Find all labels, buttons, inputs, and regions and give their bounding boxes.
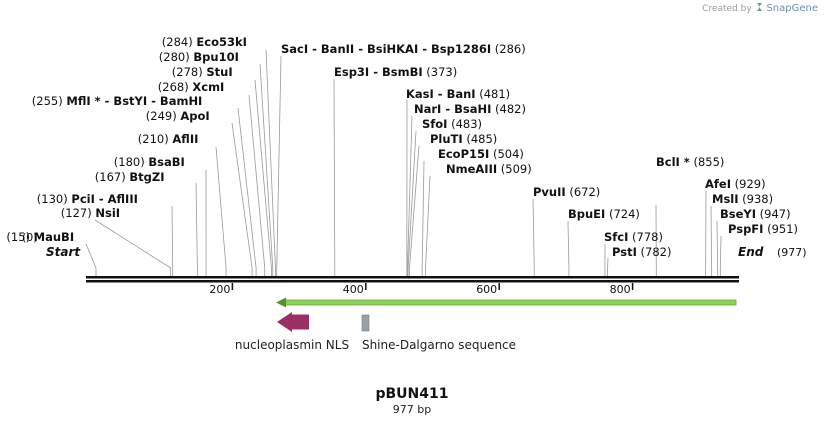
backbone-bottom-strand: [86, 280, 739, 283]
enzyme-label: (280) Bpu10I: [159, 50, 239, 64]
orf-arrow: [276, 297, 737, 308]
enzyme-label: SfoI (483): [422, 117, 482, 131]
enzyme-site-lines: [85, 49, 722, 276]
enzyme-label: MslI (938): [712, 192, 773, 206]
enzyme-label: SfcI (778): [604, 230, 663, 244]
credit-brand: SnapGene: [766, 3, 818, 14]
enzyme-site-line: [195, 182, 198, 276]
enzyme-label: (130) PciI - AflIII: [37, 192, 138, 206]
enzyme-site-line: [333, 78, 336, 276]
enzyme-site-line: [276, 55, 282, 276]
end-position-label: (977): [777, 246, 807, 259]
enzyme-label: BpuEI (724): [568, 207, 640, 221]
enzyme-site-line: [94, 219, 172, 276]
enzyme-label: (167) BtgZI: [95, 170, 165, 184]
end-name-label: End: [738, 245, 764, 259]
enzyme-label: NmeAIII (509): [446, 162, 532, 176]
enzyme-site-line: [215, 146, 227, 276]
enzyme-label: PvuII (672): [533, 185, 600, 199]
feature-nucleoplasmin-nls: nucleoplasmin NLS: [235, 312, 349, 352]
nls-feature-label: nucleoplasmin NLS: [235, 338, 349, 352]
enzyme-label: BclI * (855): [656, 155, 724, 169]
enzyme-label: (210) AflII: [138, 132, 199, 146]
orf-bar: [281, 299, 737, 306]
enzyme-label: (180) BsaBI: [114, 155, 185, 169]
enzyme-site-line: [567, 220, 570, 276]
enzyme-label: (15) MauBI: [6, 230, 74, 244]
ruler-tick-label: 400: [343, 283, 364, 296]
ruler-tick-label: 600: [476, 283, 497, 296]
enzyme-site-line: [409, 145, 420, 276]
enzyme-label: BseYI (947): [720, 207, 791, 221]
enzyme-label: KasI - BanI (481): [406, 87, 510, 101]
ruler-tick-label: 200: [209, 283, 230, 296]
enzyme-label: (249) ApoI: [146, 109, 210, 123]
enzyme-site-line: [231, 122, 253, 276]
enzyme-site-line: [171, 205, 174, 276]
ruler-tick-label: 800: [610, 283, 631, 296]
start-name-label: Start: [46, 245, 81, 259]
enzyme-label: (278) StuI: [172, 65, 233, 79]
enzyme-site-line: [710, 205, 713, 276]
start-label: (0) Start: [22, 231, 81, 259]
snapgene-logo-icon: [755, 3, 767, 14]
backbone-top-strand: [86, 276, 739, 279]
enzyme-site-labels: (15) MauBI (127) NsiI(130) PciI - AflIII (…: [6, 35, 798, 259]
enzyme-site-line: [719, 235, 722, 276]
feature-shine-dalgarno: Shine-Dalgarno sequence: [361, 314, 516, 352]
enzyme-label: NarI - BsaHI (482): [414, 102, 526, 116]
plasmid-length: 977 bp: [392, 403, 432, 416]
enzyme-site-line: [407, 115, 413, 276]
credit-prefix: Created by: [702, 4, 752, 14]
enzyme-label: PstI (782): [612, 245, 671, 259]
dna-backbone: [86, 276, 739, 283]
enzyme-site-line: [716, 220, 719, 276]
plasmid-name: pBUN411: [375, 386, 449, 402]
nls-arrow-shape: [277, 312, 309, 332]
enzyme-site-line: [532, 198, 535, 276]
enzyme-label: EcoP15I (504): [438, 147, 524, 161]
start-position-label: (0): [22, 231, 38, 244]
sd-box-shape: [361, 314, 370, 332]
enzyme-site-line: [85, 243, 97, 276]
enzyme-site-line: [421, 160, 425, 276]
plasmid-map: (15) MauBI (127) NsiI(130) PciI - AflIII (…: [6, 35, 807, 352]
enzyme-label: (268) XcmI: [158, 80, 225, 94]
end-label: End (977): [738, 245, 807, 259]
enzyme-label: AfeI (929): [705, 177, 766, 191]
enzyme-label: Esp3I - BsmBI (373): [334, 65, 457, 79]
orf-arrowhead: [276, 297, 286, 308]
enzyme-site-line: [265, 49, 276, 276]
ruler: 200 400 600 800: [209, 283, 634, 296]
enzyme-site-line: [259, 63, 274, 276]
snapgene-credit: Created by SnapGene: [702, 2, 818, 14]
enzyme-site-line: [237, 107, 257, 276]
enzyme-label: PspFI (951): [728, 222, 798, 236]
enzyme-label: SacI - BanII - BsiHKAI - Bsp1286I (286): [281, 42, 526, 56]
enzyme-label: (127) NsiI: [61, 206, 120, 220]
sd-feature-label: Shine-Dalgarno sequence: [362, 338, 516, 352]
enzyme-label: (284) Eco53kI: [162, 35, 247, 49]
enzyme-site-line: [248, 94, 266, 276]
enzyme-label: (255) MflI * - BstYI - BamHI: [32, 94, 203, 108]
enzyme-site-line: [425, 175, 431, 276]
enzyme-label: PluTI (485): [430, 132, 497, 146]
enzyme-site-line: [254, 79, 272, 276]
enzyme-site-line: [407, 130, 417, 276]
